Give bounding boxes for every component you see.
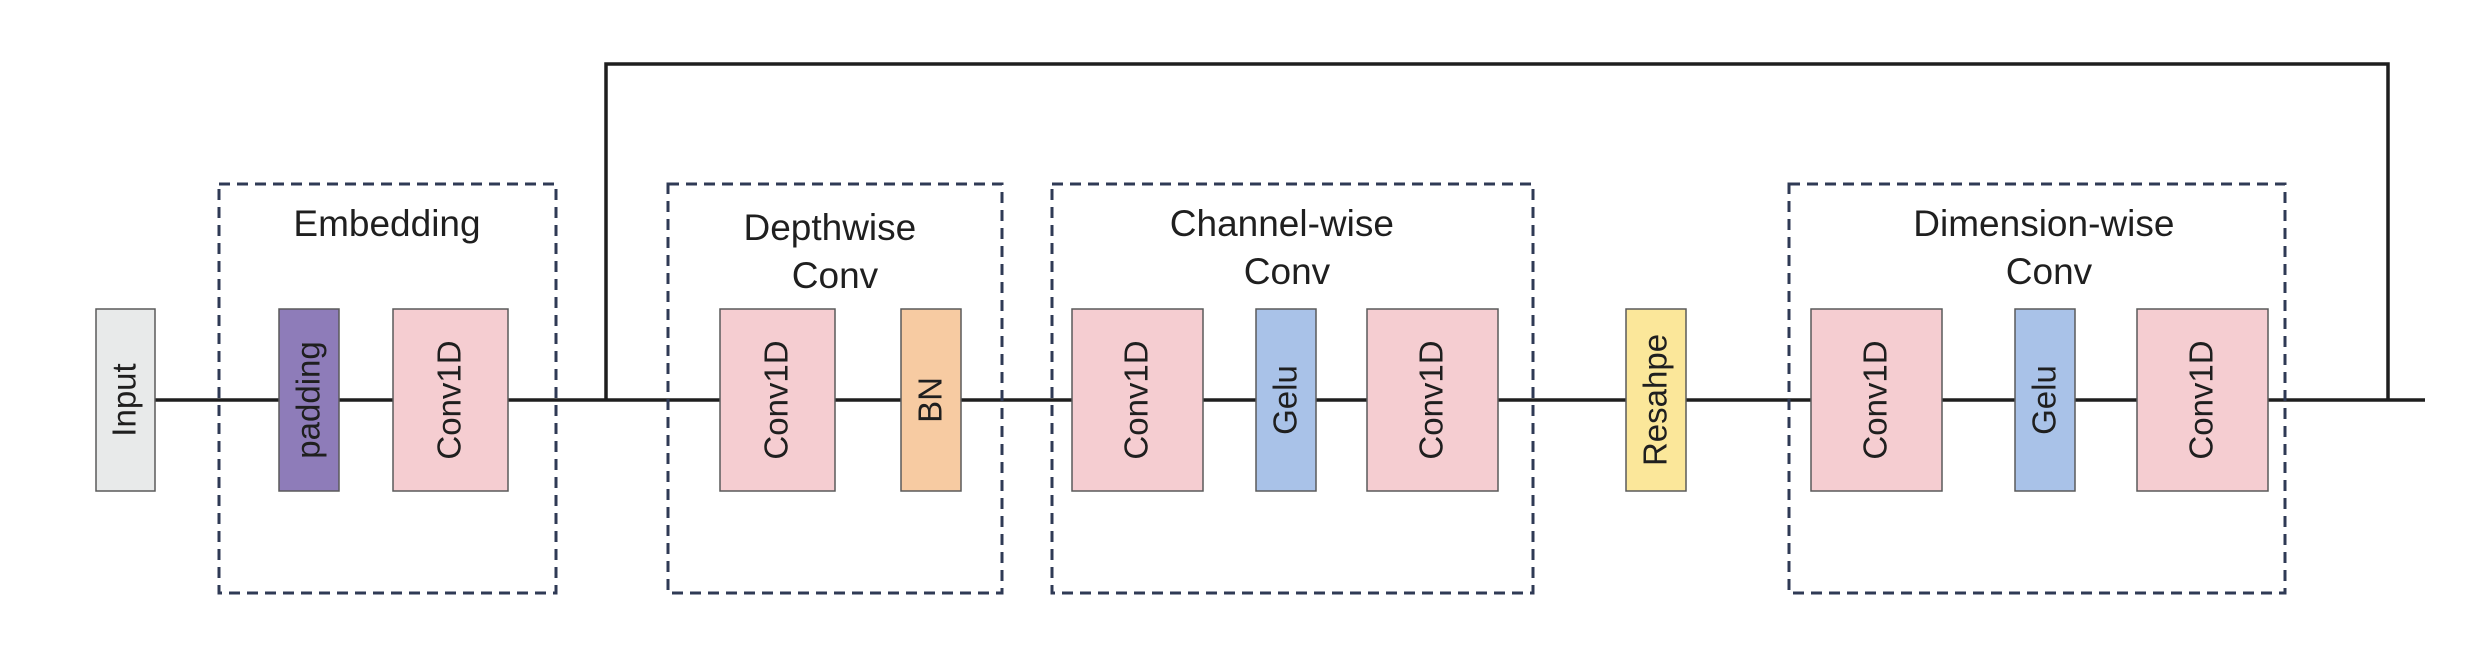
- depthwise-bn-label: BN: [912, 377, 949, 423]
- depthwise-conv-title: Depthwise Conv: [743, 207, 926, 296]
- channel-wise-gelu-block: Gelu: [1255, 308, 1317, 492]
- channel-wise-conv-group-frame: [1050, 182, 1535, 595]
- input-block-label: Input: [106, 363, 143, 436]
- dimension-wise-conv1d-block-1: Conv1D: [1810, 308, 1943, 492]
- dimension-wise-conv-title: Dimension-wise Conv: [1913, 203, 2184, 292]
- channel-wise-conv1d-block-2: Conv1D: [1366, 308, 1499, 492]
- embedding-title: Embedding: [293, 203, 480, 244]
- depthwise-conv1d-label: Conv1D: [758, 340, 795, 459]
- embedding-conv1d-block: Conv1D: [392, 308, 509, 492]
- channel-wise-gelu-label: Gelu: [1267, 365, 1304, 435]
- reshape-block-label: Resahpe: [1637, 334, 1674, 466]
- channel-wise-conv-title: Channel-wise Conv: [1170, 203, 1404, 292]
- dimension-wise-conv1d-label-1: Conv1D: [1857, 340, 1894, 459]
- padding-block: padding: [278, 308, 340, 492]
- channel-wise-conv1d-block-1: Conv1D: [1071, 308, 1204, 492]
- reshape-block: Resahpe: [1625, 308, 1687, 492]
- dimension-wise-gelu-label: Gelu: [2026, 365, 2063, 435]
- dimension-wise-conv1d-block-2: Conv1D: [2136, 308, 2269, 492]
- dimension-wise-conv1d-label-2: Conv1D: [2183, 340, 2220, 459]
- embedding-conv1d-label: Conv1D: [431, 340, 468, 459]
- embedding-group-frame: [217, 182, 558, 595]
- input-block: Input: [95, 308, 156, 492]
- dimension-wise-gelu-block: Gelu: [2014, 308, 2076, 492]
- depthwise-bn-block: BN: [900, 308, 962, 492]
- residual-skip-connection: [604, 62, 2390, 400]
- channel-wise-conv1d-label-2: Conv1D: [1413, 340, 1450, 459]
- dimension-wise-conv-group-frame: [1787, 182, 2287, 595]
- padding-block-label: padding: [290, 341, 327, 458]
- channel-wise-conv1d-label-1: Conv1D: [1118, 340, 1155, 459]
- depthwise-conv1d-block: Conv1D: [719, 308, 836, 492]
- depthwise-conv-group-frame: [666, 182, 1004, 595]
